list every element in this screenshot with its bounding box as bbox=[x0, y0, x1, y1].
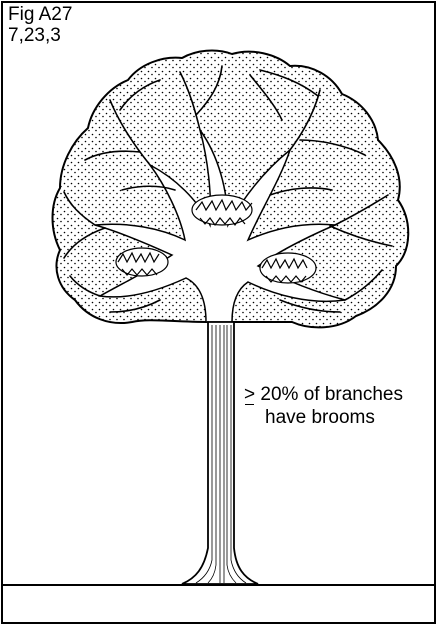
figure-code: 7,23,3 bbox=[8, 25, 72, 46]
broom-cluster-left bbox=[116, 248, 168, 276]
broom-cluster-right bbox=[260, 253, 316, 283]
figure-title: Fig A27 bbox=[8, 4, 72, 25]
greater-equal-symbol: > bbox=[244, 383, 255, 406]
annotation-line-1: > 20% of branches bbox=[244, 383, 403, 406]
broom-annotation: > 20% of branches have brooms bbox=[244, 383, 403, 429]
broom-cluster-center bbox=[192, 195, 252, 225]
annotation-text-1: 20% of branches bbox=[255, 384, 403, 405]
tree-trunk bbox=[182, 322, 258, 584]
figure-label: Fig A27 7,23,3 bbox=[8, 4, 72, 46]
annotation-line-2: have brooms bbox=[244, 406, 403, 429]
